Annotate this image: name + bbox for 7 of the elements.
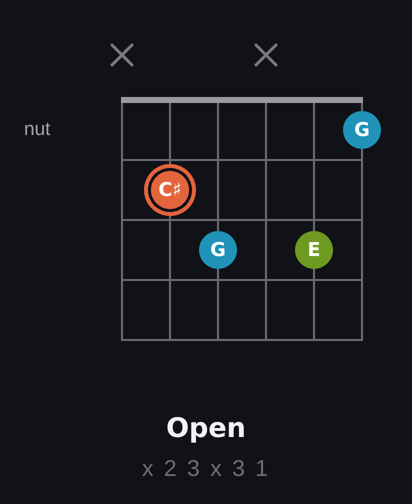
note-dot: G [343,111,381,149]
fingering-text: x 2 3 x 3 1 [142,455,270,482]
note-dot: E [295,231,333,269]
nut-label: nut [24,119,50,141]
root-note-dot: C♯ [144,164,196,216]
chord-name: Open [165,413,247,444]
note-dot: G [199,231,237,269]
